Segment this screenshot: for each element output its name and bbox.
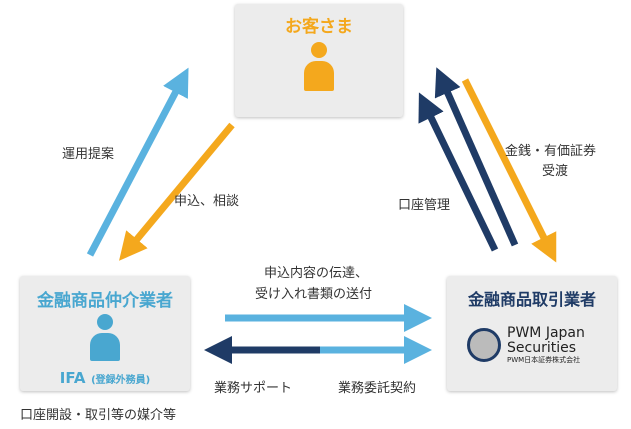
transmit-label-1: 申込内容の伝達、 [264,266,369,281]
account-mgmt-arrow-1 [434,67,519,247]
customer-box: お客さま [235,4,403,117]
ifa-paren: (登録外務員) [91,375,151,386]
money-label-2: 受渡 [542,164,569,179]
proposal-arrow [86,67,189,257]
intermediary-box: 金融商品仲介業者 IFA (登録外務員) [20,276,190,391]
crest-logo-icon [467,328,501,362]
customer-title: お客さま [285,17,353,37]
person-icon [304,42,334,91]
account-mgmt-label: 口座管理 [398,198,451,213]
broker-title: 金融商品取引業者 [467,290,596,309]
application-label: 申込、相談 [174,194,240,209]
money-arrow [461,78,557,263]
account-mgmt-arrow-2 [418,92,499,252]
intermediary-caption: 口座開設・取引等の媒介等 [20,408,177,423]
person-icon [90,314,120,361]
proposal-label: 運用提案 [62,147,115,162]
intermediary-title: 金融商品仲介業者 [37,291,173,311]
support-label: 業務サポート [214,381,293,396]
ifa-label: IFA [59,369,86,387]
application-arrow [119,122,235,261]
money-label-1: 金銭・有価証券 [505,144,597,159]
transmit-label-2: 受け入れ書類の送付 [255,287,373,302]
broker-box: 金融商品取引業者 PWM Japan Securities PWM日本証券株式会… [447,276,617,391]
contract-label: 業務委託契約 [338,381,417,396]
logo-text: PWM Japan Securities PWM日本証券株式会社 [507,325,585,365]
